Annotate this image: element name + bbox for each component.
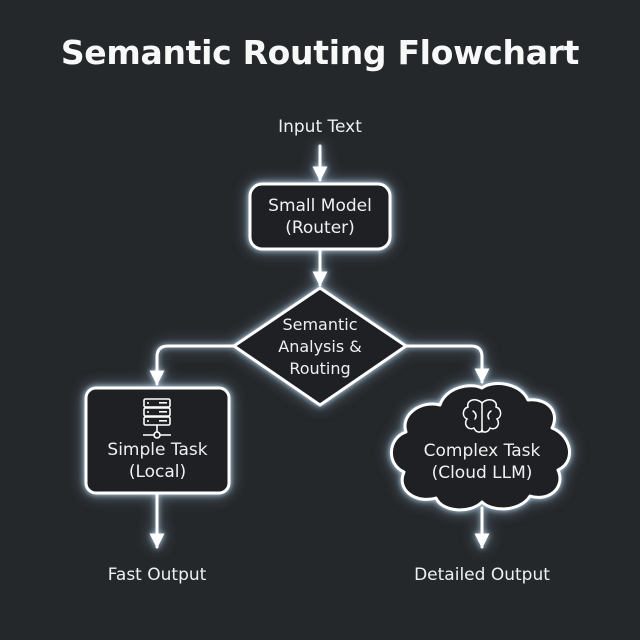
server-icon bbox=[143, 398, 171, 439]
complex-task-node bbox=[390, 382, 571, 512]
router-label-line1: Small Model bbox=[268, 196, 372, 216]
arrow-decision-to-complex bbox=[404, 344, 490, 384]
decision-label-line3: Routing bbox=[289, 359, 351, 378]
complex-task-label: Complex Task (Cloud LLM) bbox=[402, 440, 562, 484]
brain-icon bbox=[462, 399, 502, 433]
decision-node bbox=[232, 286, 408, 407]
decision-label-line2: Analysis & bbox=[278, 337, 362, 356]
decision-label: Semantic Analysis & Routing bbox=[240, 314, 400, 380]
simple-task-node bbox=[84, 386, 231, 495]
complex-task-label-line2: (Cloud LLM) bbox=[431, 463, 533, 483]
router-node bbox=[248, 182, 392, 251]
diagram-title: Semantic Routing Flowchart bbox=[60, 33, 580, 72]
decision-label-line1: Semantic bbox=[282, 315, 358, 334]
simple-task-label: Simple Task (Local) bbox=[86, 439, 229, 483]
router-label: Small Model (Router) bbox=[250, 195, 390, 239]
detailed-output-label: Detailed Output bbox=[414, 565, 550, 585]
router-label-line2: (Router) bbox=[285, 218, 355, 238]
fast-output-label: Fast Output bbox=[107, 565, 207, 585]
complex-task-label-line1: Complex Task bbox=[423, 441, 541, 461]
input-text-label: Input Text bbox=[278, 117, 362, 137]
simple-task-label-line2: (Local) bbox=[128, 462, 187, 482]
arrow-decision-to-simple bbox=[149, 344, 236, 386]
simple-task-label-line1: Simple Task bbox=[107, 440, 208, 460]
